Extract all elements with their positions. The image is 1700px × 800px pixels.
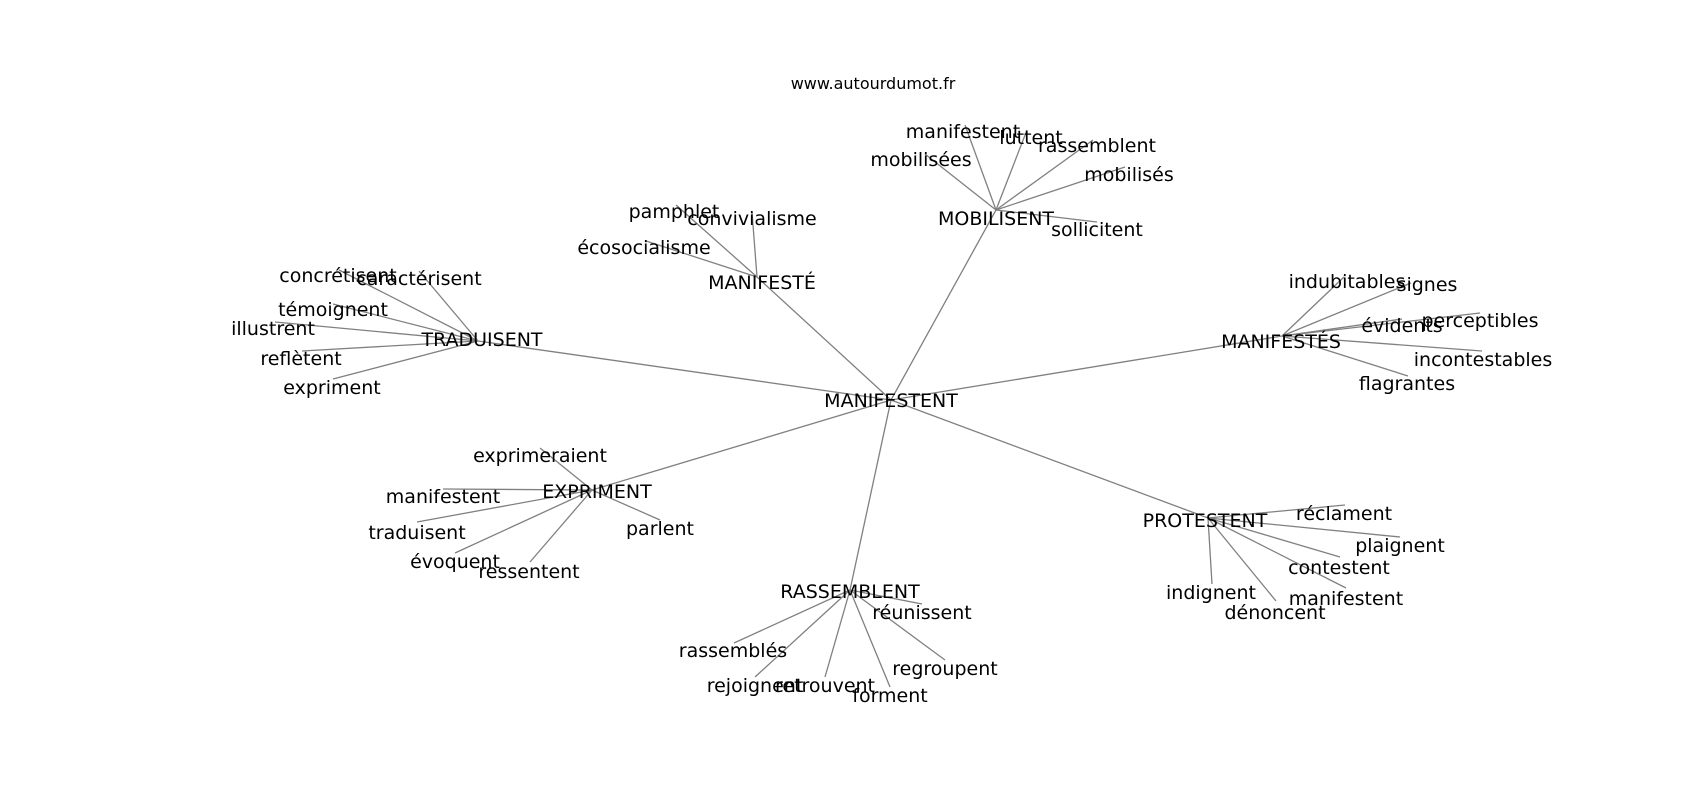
edge-manifestes-leaf — [1281, 335, 1409, 377]
edge-mobilisent-leaf — [964, 124, 997, 211]
leaf-node-label[interactable]: rejoignent — [707, 675, 804, 697]
leaf-node-label[interactable]: concrétisent — [279, 265, 396, 287]
leaf-node-label[interactable]: rassemblés — [679, 640, 787, 662]
leaf-node-label[interactable]: dénoncent — [1224, 602, 1325, 624]
edge-center-protestent — [890, 399, 1209, 519]
leaf-node-label[interactable]: manifestent — [1289, 588, 1403, 610]
edge-manifestes-leaf — [1281, 312, 1481, 337]
edge-traduisent-leaf — [274, 321, 479, 342]
group-node-label[interactable]: RASSEMBLENT — [780, 581, 920, 603]
edge-expriment-leaf — [529, 489, 593, 563]
leaf-node-label[interactable]: illustrent — [231, 318, 315, 340]
labels-layer: MANIFESTENTMOBILISENTmanifestentluttentr… — [231, 121, 1552, 707]
group-node-label[interactable]: MOBILISENT — [938, 208, 1054, 230]
center-node-label[interactable]: MANIFESTENT — [824, 390, 958, 412]
edge-center-expriment — [591, 399, 892, 491]
leaf-node-label[interactable]: caractérisent — [356, 268, 481, 290]
edge-manifestes-leaf — [1281, 335, 1483, 352]
edge-center-manifeste — [756, 276, 892, 401]
leaf-node-label[interactable]: sollicitent — [1051, 219, 1143, 241]
leaf-node-label[interactable]: manifestent — [906, 121, 1020, 143]
leaf-node-label[interactable]: signes — [1397, 274, 1458, 296]
leaf-node-label[interactable]: évoquent — [410, 551, 500, 573]
edge-expriment-leaf — [416, 489, 593, 523]
edge-center-mobilisent — [890, 209, 997, 401]
edge-protestent-leaf — [1207, 517, 1347, 589]
edge-rassemblent-leaf — [849, 589, 946, 661]
edge-expriment-leaf — [442, 488, 593, 491]
leaf-node-label[interactable]: témoignent — [278, 299, 388, 321]
edge-mobilisent-leaf — [924, 153, 997, 211]
edge-rassemblent-leaf — [733, 589, 851, 644]
source-label: www.autourdumot.fr — [791, 74, 956, 93]
leaf-node-label[interactable]: incontestables — [1414, 349, 1553, 371]
edge-protestent-leaf — [1207, 504, 1346, 519]
edges-layer — [274, 124, 1483, 688]
edge-traduisent-leaf — [332, 340, 479, 380]
edge-expriment-leaf — [591, 489, 661, 521]
leaf-node-label[interactable]: luttent — [999, 127, 1062, 149]
leaf-node-label[interactable]: pamphlet — [629, 201, 720, 223]
leaf-node-label[interactable]: mobilisés — [1084, 164, 1174, 186]
leaf-node-label[interactable]: manifestent — [386, 486, 500, 508]
edge-traduisent-leaf — [301, 340, 479, 352]
group-node-label[interactable]: EXPRIMENT — [542, 481, 652, 503]
leaf-node-label[interactable]: flagrantes — [1359, 373, 1455, 395]
edge-manifeste-leaf — [675, 204, 758, 278]
leaf-node-label[interactable]: écosocialisme — [577, 237, 710, 259]
leaf-node-label[interactable]: parlent — [626, 518, 694, 540]
group-node-label[interactable]: MANIFESTÉ — [708, 271, 816, 294]
edge-mobilisent-leaf — [995, 139, 1094, 211]
edge-traduisent-leaf — [332, 303, 479, 342]
edge-traduisent-leaf — [418, 270, 479, 342]
edge-rassemblent-leaf — [824, 589, 851, 678]
leaf-node-label[interactable]: forment — [852, 685, 927, 707]
leaf-node-label[interactable]: plaignent — [1355, 535, 1445, 557]
edge-center-rassemblent — [849, 399, 892, 591]
leaf-node-label[interactable]: contestent — [1288, 557, 1390, 579]
edge-center-traduisent — [477, 340, 892, 401]
edge-protestent-leaf — [1207, 517, 1213, 585]
edge-protestent-leaf — [1207, 517, 1401, 538]
leaf-node-label[interactable]: indignent — [1166, 582, 1256, 604]
group-node-label[interactable]: MANIFESTÉS — [1221, 330, 1341, 353]
edge-manifeste-leaf — [751, 211, 758, 278]
edge-mobilisent-leaf — [995, 209, 1098, 223]
leaf-node-label[interactable]: rassemblent — [1038, 135, 1156, 157]
leaf-node-label[interactable]: retrouvent — [775, 675, 875, 697]
leaf-node-label[interactable]: mobilisées — [870, 149, 971, 171]
leaf-node-label[interactable]: ressentent — [478, 561, 579, 583]
group-node-label[interactable]: TRADUISENT — [420, 329, 542, 351]
edge-manifestes-leaf — [1281, 282, 1412, 337]
group-node-label[interactable]: PROTESTENT — [1143, 510, 1268, 532]
edge-expriment-leaf — [539, 447, 593, 491]
leaf-node-label[interactable]: regroupent — [892, 658, 997, 680]
edge-protestent-leaf — [1207, 517, 1341, 558]
leaf-node-label[interactable]: réclament — [1296, 503, 1392, 525]
edge-traduisent-leaf — [338, 269, 479, 342]
edge-rassemblent-leaf — [849, 589, 923, 605]
leaf-node-label[interactable]: convivialisme — [687, 208, 816, 230]
leaf-node-label[interactable]: réunissent — [872, 602, 971, 624]
leaf-node-label[interactable]: reflètent — [260, 348, 341, 370]
leaf-node-label[interactable]: exprimeraient — [473, 445, 607, 467]
edge-center-manifestes — [890, 335, 1283, 401]
edge-manifeste-leaf — [645, 240, 758, 278]
edge-rassemblent-leaf — [849, 589, 891, 688]
leaf-node-label[interactable]: perceptibles — [1422, 310, 1539, 332]
leaf-node-label[interactable]: indubitables — [1289, 271, 1406, 293]
leaf-node-label[interactable]: évidents — [1361, 315, 1442, 337]
edge-rassemblent-leaf — [754, 589, 851, 678]
edge-mobilisent-leaf — [995, 166, 1126, 211]
edge-protestent-leaf — [1207, 517, 1277, 602]
leaf-node-label[interactable]: traduisent — [368, 522, 465, 544]
edge-mobilisent-leaf — [995, 129, 1028, 211]
edge-expriment-leaf — [454, 489, 593, 554]
leaf-node-label[interactable]: expriment — [283, 377, 380, 399]
edge-manifestes-leaf — [1281, 276, 1345, 337]
